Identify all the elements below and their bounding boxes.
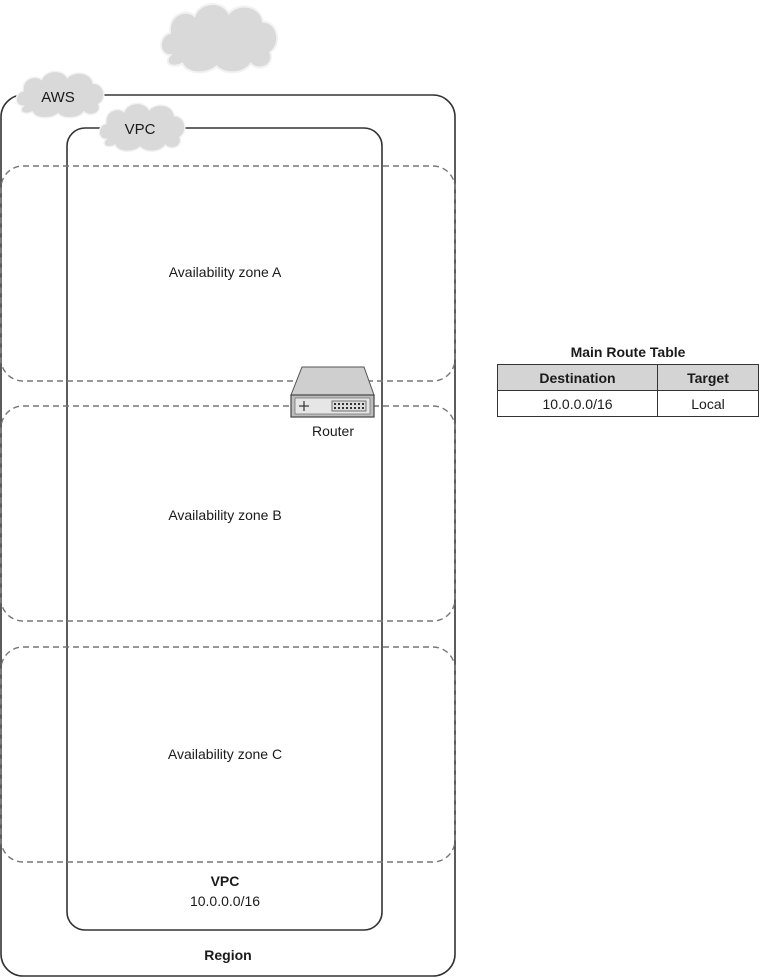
cell-target: Local — [657, 390, 759, 417]
zone-a-label: Availability zone A — [168, 264, 282, 280]
region-box — [0, 94, 456, 977]
zone-c-box — [0, 646, 456, 863]
vpc-title: VPC — [210, 873, 240, 889]
router-label: Router — [311, 423, 355, 439]
zone-b-label: Availability zone B — [168, 507, 282, 523]
zone-a-box — [0, 165, 456, 382]
zone-b-box — [0, 405, 456, 622]
region-label: Region — [204, 947, 252, 963]
internet-cloud-icon — [160, 2, 279, 74]
header-target: Target — [657, 364, 759, 391]
route-table: Destination Target 10.0.0.0/16 Local — [497, 364, 759, 417]
route-table-header: Destination Target — [497, 364, 759, 391]
vpc-box — [66, 127, 383, 931]
route-table-title: Main Route Table — [570, 344, 686, 360]
aws-label: AWS — [41, 89, 75, 106]
vpc-cloud-label: VPC — [124, 121, 156, 138]
header-destination: Destination — [497, 364, 658, 391]
zone-c-label: Availability zone C — [167, 746, 283, 762]
cell-destination: 10.0.0.0/16 — [497, 390, 658, 417]
vpc-cidr: 10.0.0.0/16 — [189, 893, 261, 909]
router-icon — [290, 366, 375, 418]
table-row: 10.0.0.0/16 Local — [497, 390, 759, 417]
